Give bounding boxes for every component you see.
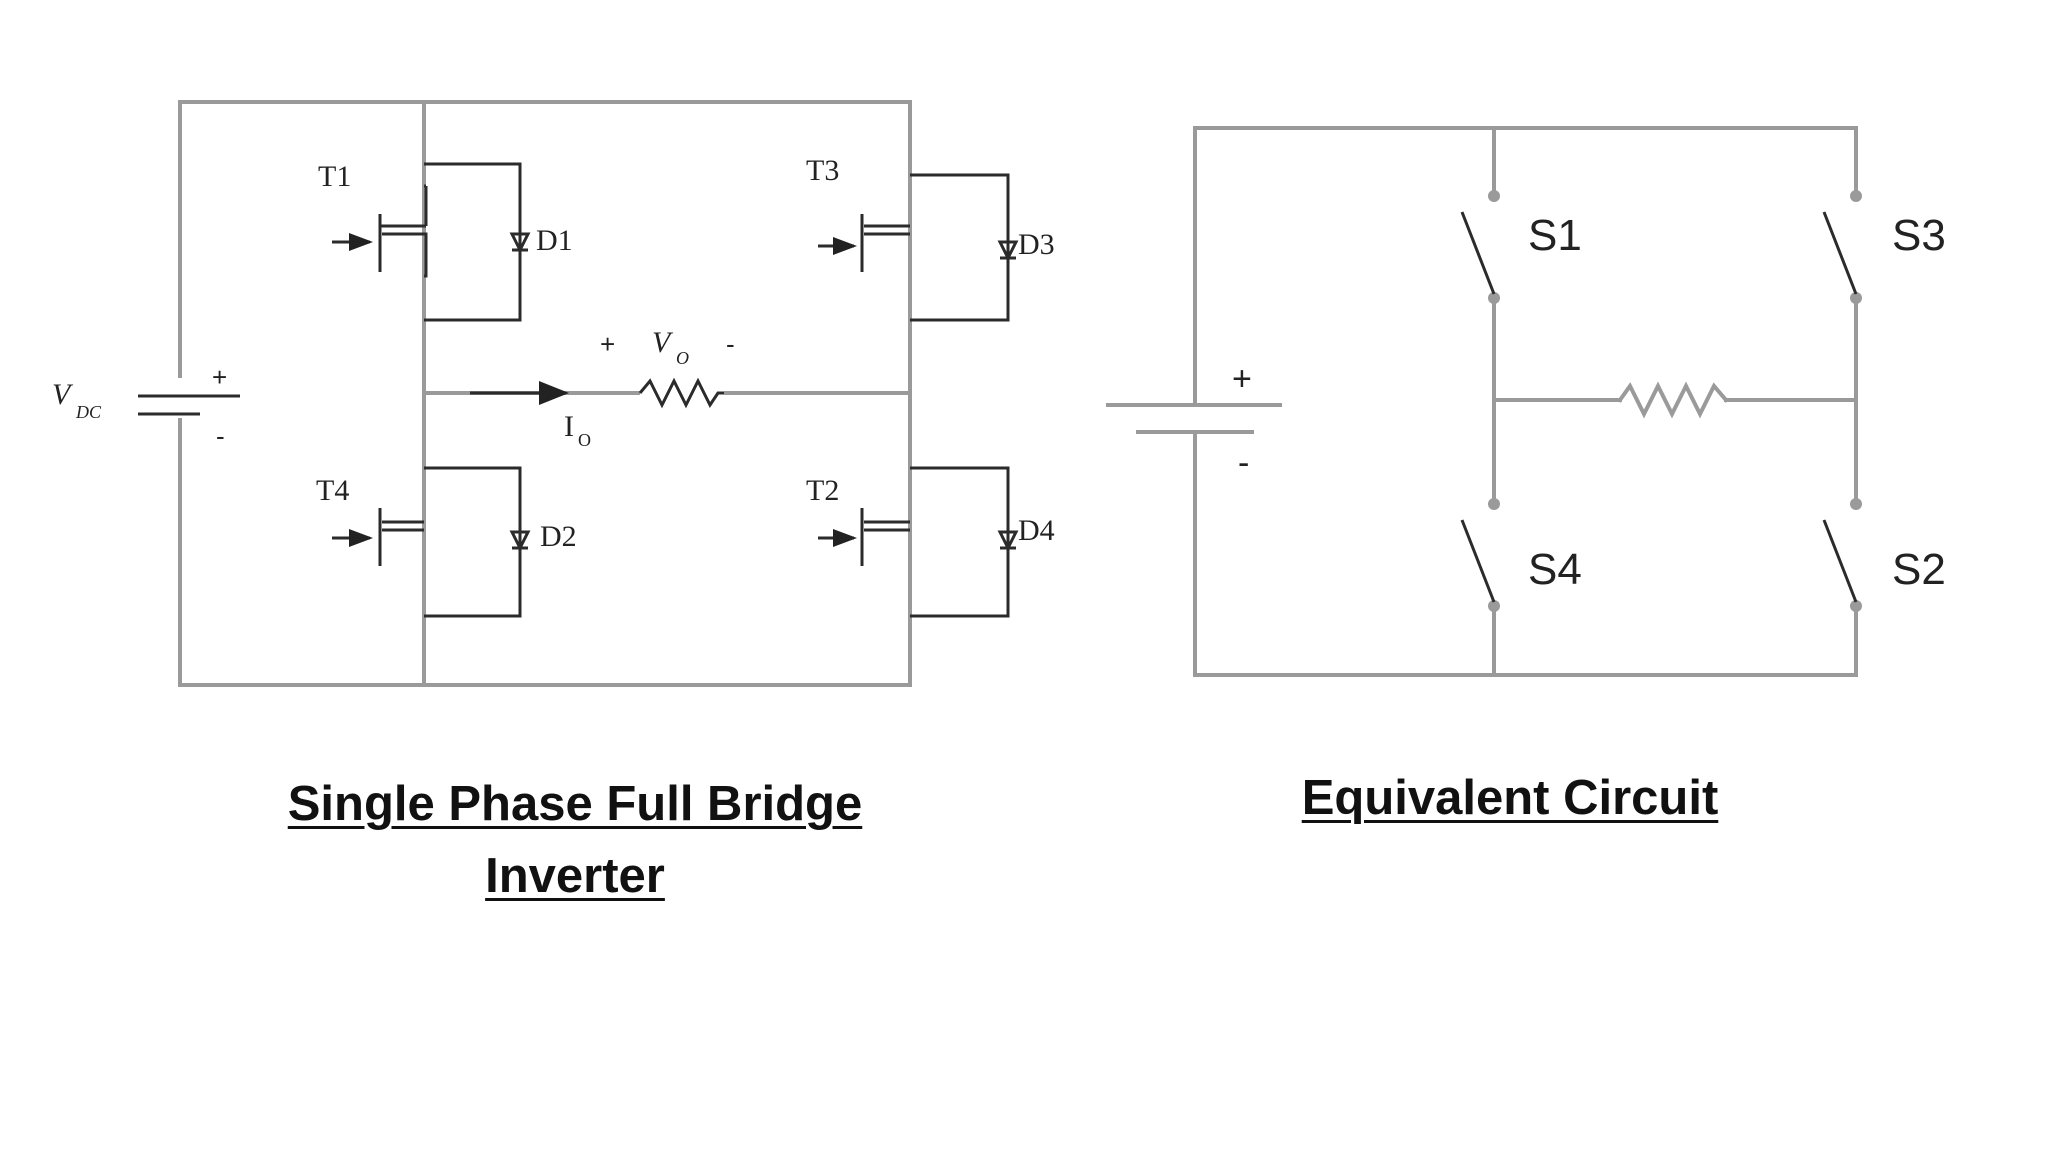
transistor-t4: T4 D2: [316, 466, 577, 618]
transistor-t2: T2 D4: [806, 466, 1055, 618]
vo-label: V: [652, 326, 674, 359]
switch-s3: S3: [1822, 190, 1946, 304]
label-d3: D3: [1018, 228, 1055, 261]
switch-s2: S2: [1822, 498, 1946, 612]
load-plus: +: [600, 329, 615, 359]
label-s3: S3: [1892, 211, 1946, 260]
io-label: I: [564, 410, 574, 443]
full-bridge-caption: Single Phase Full Bridge Inverter: [240, 768, 910, 912]
switch-s4: S4: [1460, 498, 1582, 612]
full-bridge-caption-line2: Inverter: [485, 849, 665, 903]
label-t3: T3: [806, 154, 839, 187]
transistor-t1: T1 D1: [318, 160, 573, 322]
dc-source: V DC + -: [52, 362, 240, 451]
full-bridge-caption-line1: Single Phase Full Bridge: [287, 777, 863, 831]
vdc-subscript: DC: [75, 402, 102, 422]
eq-source-minus: -: [1238, 444, 1249, 482]
switch-s1: S1: [1460, 190, 1582, 304]
load: + V O - I O: [470, 326, 735, 450]
equivalent-circuit: + - S1 S3 S4 S2: [1106, 126, 1946, 677]
vdc-plus: +: [212, 362, 227, 392]
label-t1: T1: [318, 160, 351, 193]
eq-resistor: [1617, 381, 1729, 419]
label-d2: D2: [540, 520, 577, 553]
eq-dc-source: + -: [1106, 360, 1282, 482]
label-d1: D1: [536, 224, 573, 257]
label-s4: S4: [1528, 545, 1582, 594]
load-minus: -: [726, 329, 735, 359]
vdc-label: V: [52, 378, 74, 411]
label-d4: D4: [1018, 514, 1055, 547]
label-s1: S1: [1528, 211, 1582, 260]
equivalent-circuit-caption: Equivalent Circuit: [1301, 771, 1719, 825]
eq-source-plus: +: [1232, 360, 1252, 398]
full-bridge-inverter: V DC + - T1 D1 T3 D3: [52, 100, 1055, 687]
label-t2: T2: [806, 474, 839, 507]
transistor-t3: T3 D3: [806, 154, 1055, 322]
vdc-minus: -: [216, 421, 225, 451]
vo-subscript: O: [676, 348, 689, 368]
io-subscript: O: [578, 430, 591, 450]
label-t4: T4: [316, 474, 349, 507]
label-s2: S2: [1892, 545, 1946, 594]
